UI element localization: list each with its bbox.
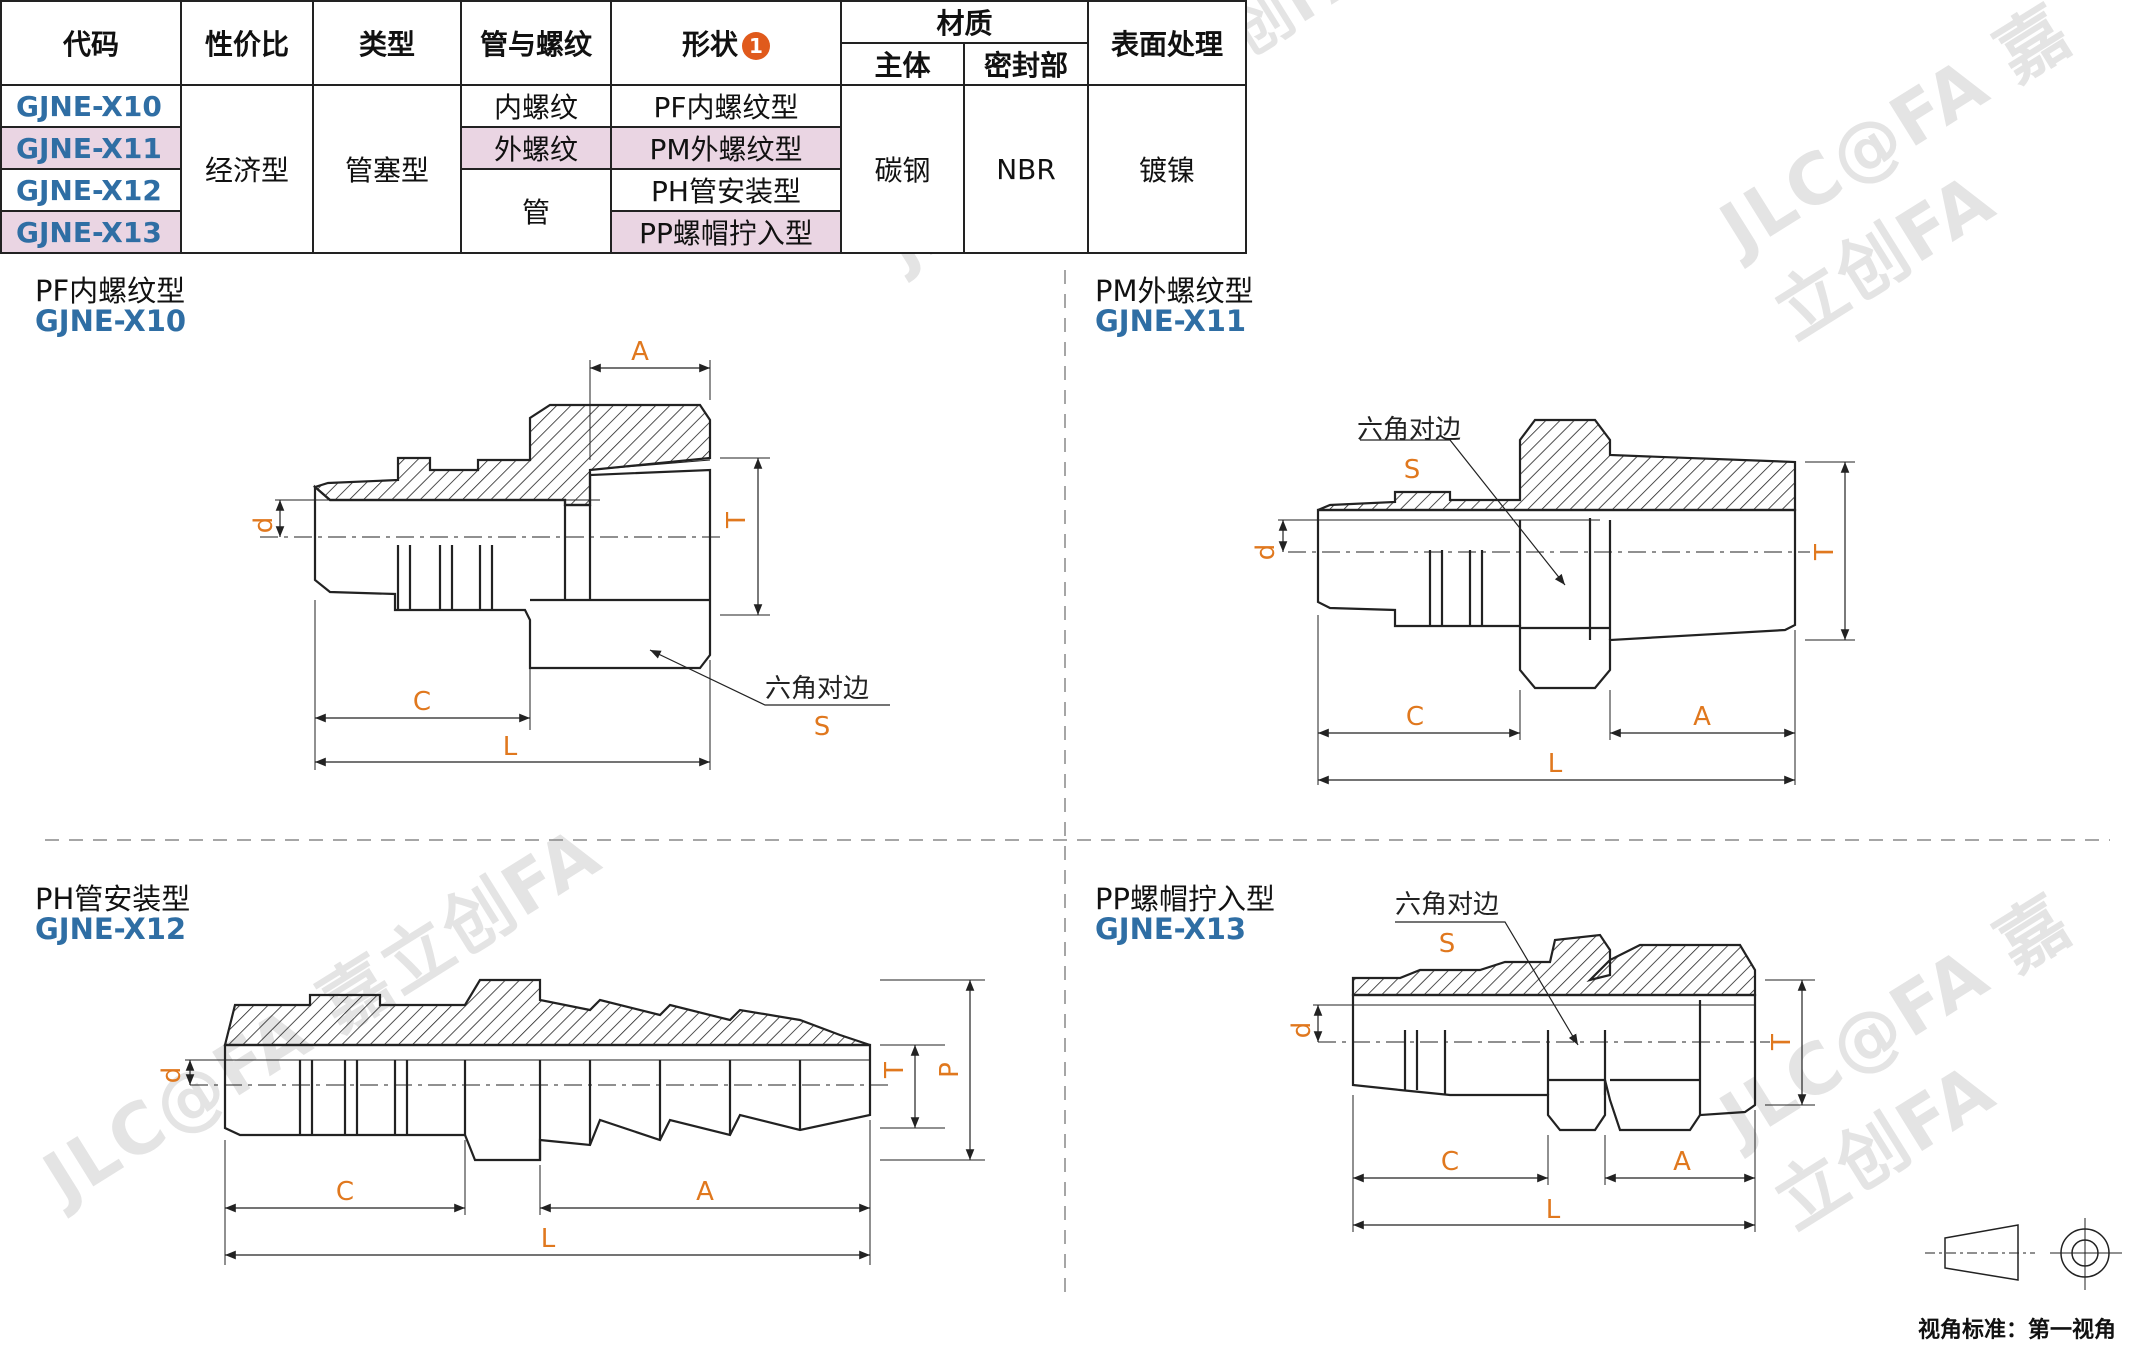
shape-cell: PM外螺纹型 [610, 126, 842, 170]
header-value: 性价比 [180, 0, 314, 86]
dim-label: T [880, 1062, 910, 1079]
shape-cell: PF内螺纹型 [610, 84, 842, 128]
section-title-pp: PP螺帽拧入型 [1095, 882, 1275, 916]
projection-symbol-icon [1925, 1218, 2122, 1290]
dim-label: S [1439, 929, 1456, 959]
section-code-pp: GJNE-X13 [1095, 912, 1247, 946]
header-pipe-thread: 管与螺纹 [460, 0, 612, 86]
header-material: 材质 [839, 0, 1090, 44]
dim-label: A [1693, 702, 1711, 732]
drawing-ph [185, 978, 985, 1265]
value-cell: 经济型 [180, 84, 314, 254]
material-body-cell: 碳钢 [840, 84, 965, 254]
pipe-thread-cell: 内螺纹 [460, 84, 612, 128]
dim-label: P [935, 1062, 965, 1078]
dim-label: d [157, 1067, 187, 1084]
table-row-code: GJNE-X12 [0, 168, 182, 212]
section-code-pf: GJNE-X10 [35, 304, 187, 338]
hex-label: 六角对边 [1395, 890, 1499, 920]
dim-label: d [1287, 1022, 1317, 1039]
drawing-pf [260, 360, 890, 770]
header-material-seal: 密封部 [962, 42, 1090, 86]
dim-label: d [249, 517, 279, 534]
dim-label: C [1406, 702, 1424, 732]
type-cell: 管塞型 [312, 84, 462, 254]
dim-label: L [503, 732, 518, 762]
dim-label: T [1810, 544, 1840, 561]
dim-label: d [1251, 544, 1281, 561]
dim-label: T [1767, 1034, 1797, 1051]
header-material-body: 主体 [840, 42, 965, 86]
header-shape-label: 形状 [681, 28, 738, 61]
pipe-thread-cell: 管 [460, 168, 612, 254]
section-title-pf: PF内螺纹型 [35, 274, 186, 308]
dim-label: A [696, 1177, 714, 1207]
section-title-ph: PH管安装型 [35, 882, 191, 916]
table-row-code: GJNE-X11 [0, 126, 182, 170]
header-type: 类型 [312, 0, 462, 86]
dim-label: T [722, 512, 752, 529]
dim-label: C [336, 1177, 354, 1207]
table-row-code: GJNE-X10 [0, 84, 182, 128]
dim-label: A [631, 337, 649, 367]
dim-label: S [1404, 455, 1421, 485]
projection-standard-note: 视角标准：第一视角 [1918, 1318, 2117, 1343]
table-row-code: GJNE-X13 [0, 210, 182, 254]
section-code-ph: GJNE-X12 [35, 912, 187, 946]
header-surface: 表面处理 [1087, 0, 1248, 86]
drawing-pm [1278, 418, 1855, 785]
material-seal-cell: NBR [962, 84, 1090, 254]
dim-label: A [1673, 1147, 1691, 1177]
shape-cell: PP螺帽拧入型 [610, 210, 842, 254]
pipe-thread-cell: 外螺纹 [460, 126, 612, 170]
hex-label: 六角对边 [765, 674, 869, 704]
dim-label: L [1548, 749, 1563, 779]
header-code: 代码 [0, 0, 182, 86]
dim-label: L [541, 1224, 556, 1254]
hex-label: 六角对边 [1357, 415, 1461, 445]
shape-note-badge: 1 [742, 32, 770, 60]
shape-cell: PH管安装型 [610, 168, 842, 212]
surface-cell: 镀镍 [1087, 84, 1248, 254]
section-title-pm: PM外螺纹型 [1095, 274, 1254, 308]
dim-label: C [1441, 1147, 1459, 1177]
dim-label: C [413, 687, 431, 717]
dim-label: L [1546, 1195, 1561, 1225]
dim-label: S [814, 712, 831, 742]
drawing-pp [1313, 921, 1815, 1232]
section-code-pm: GJNE-X11 [1095, 304, 1247, 338]
